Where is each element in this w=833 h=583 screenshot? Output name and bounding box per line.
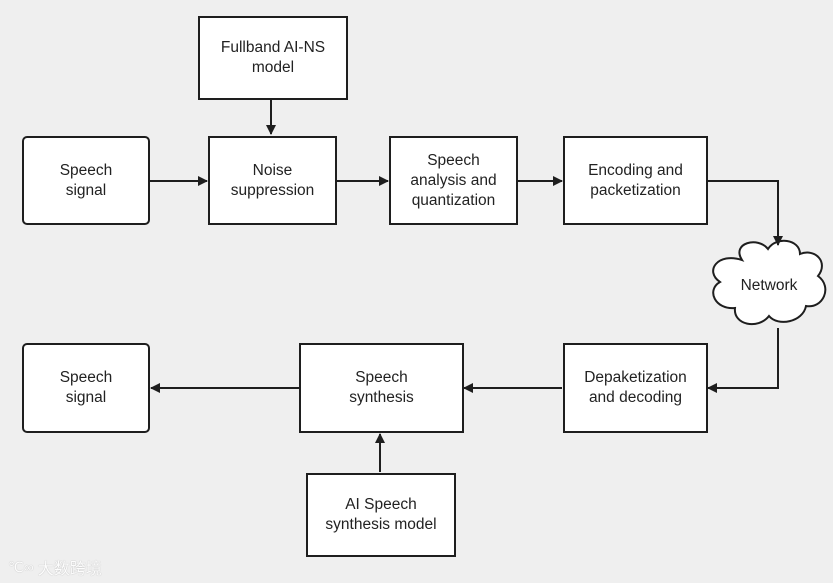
edge-network-to-depacket — [707, 328, 779, 393]
depacketization-decoding-label: Depaketization and decoding — [584, 369, 687, 406]
ai-speech-synthesis-model-box: AI Speech synthesis model — [306, 473, 456, 557]
speech-analysis-label: Speech analysis and quantization — [410, 151, 497, 209]
watermark: ℃∞ 大数跨境 — [8, 556, 102, 579]
watermark-text: 大数跨境 — [37, 561, 102, 578]
speech-synthesis-box: Speech synthesis — [299, 343, 464, 433]
speech-signal-output-label: Speech signal — [59, 369, 113, 406]
network-label: Network — [740, 277, 798, 294]
watermark-logo-icon: ℃∞ — [8, 558, 34, 575]
encoding-packetization-label: Encoding and packetization — [588, 161, 683, 199]
depacketization-decoding-box: Depaketization and decoding — [563, 343, 708, 433]
speech-synthesis-label: Speech synthesis — [349, 369, 414, 406]
encoding-packetization-box: Encoding and packetization — [563, 136, 708, 225]
speech-signal-output-box: Speech signal — [22, 343, 150, 433]
edge-encoding-to-network — [708, 180, 783, 246]
speech-analysis-box: Speech analysis and quantization — [389, 136, 518, 225]
noise-suppression-box: Noise suppression — [208, 136, 337, 225]
noise-suppression-label: Noise suppression — [230, 161, 315, 199]
ai-speech-synthesis-model-label: AI Speech synthesis model — [325, 496, 437, 533]
fullband-ai-ns-model-label: Fullband AI-NS model — [220, 39, 326, 76]
fullband-ai-ns-model-box: Fullband AI-NS model — [198, 16, 348, 100]
speech-signal-input-box: Speech signal — [22, 136, 150, 225]
speech-signal-input-label: Speech signal — [59, 161, 113, 199]
